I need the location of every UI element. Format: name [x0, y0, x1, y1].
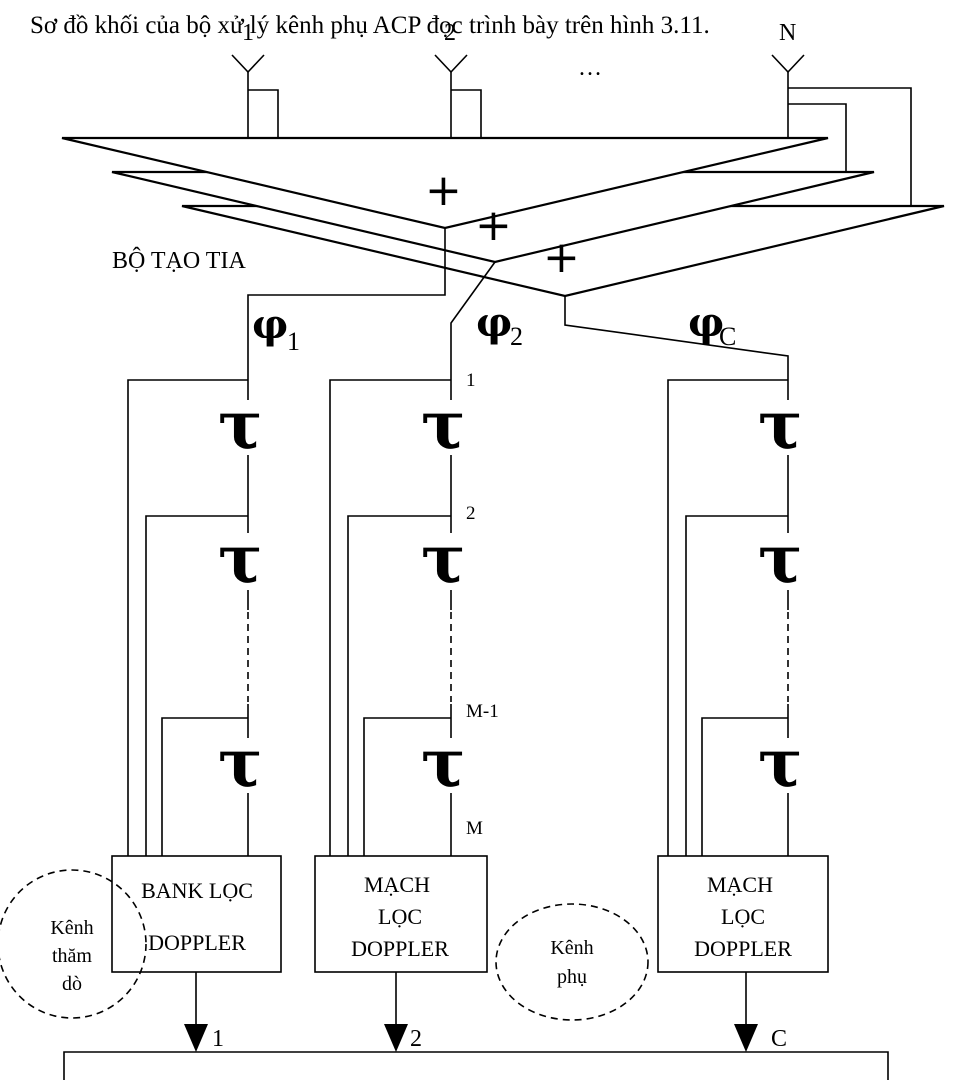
svg-text:φ: φ: [476, 299, 512, 346]
output-label-c: C: [771, 1026, 787, 1052]
delay-2-1: τ: [421, 386, 465, 464]
channel-probe-line-2: thăm: [52, 945, 92, 967]
antenna-label-2: 2: [444, 20, 456, 46]
filter-c-line-1: MẠCH: [707, 872, 773, 897]
beam-symbol-c: φ C: [688, 299, 736, 351]
channel-aux-circle: [495, 903, 649, 1021]
tap-label-1: 1: [466, 370, 476, 391]
filter-1-line-1: BANK LỌC: [141, 878, 253, 903]
bottom-block: [63, 1051, 889, 1080]
channel-probe-line-3: dò: [62, 973, 82, 995]
output-arrow-c: [734, 972, 758, 1052]
delay-c-1: τ: [758, 386, 802, 464]
antenna-1: [231, 54, 279, 138]
filter-2-line-2: LỌC: [378, 904, 422, 929]
delay-1-1: τ: [218, 386, 262, 464]
svg-text:1: 1: [287, 327, 300, 356]
tap-label-2: 2: [466, 503, 476, 524]
channel-aux-line-1: Kênh: [550, 937, 593, 959]
output-arrow-2: [384, 972, 408, 1052]
filter-c-line-3: DOPPLER: [694, 936, 792, 961]
output-label-1: 1: [212, 1026, 224, 1052]
antenna-ellipsis: …: [578, 55, 602, 81]
antenna-2: [434, 54, 482, 138]
antenna-n: [771, 54, 912, 206]
beam-symbol-1: φ 1: [252, 301, 300, 356]
adder-2: +: [475, 200, 512, 251]
antenna-label-1: 1: [242, 20, 254, 46]
beamformer-label: BỘ TẠO TIA: [112, 247, 246, 274]
output-arrow-1: [184, 972, 208, 1052]
filter-2-line-1: MẠCH: [364, 872, 430, 897]
beam-2-wire: [450, 261, 496, 380]
channel-probe-line-1: Kênh: [50, 917, 93, 939]
svg-text:φ: φ: [688, 299, 724, 346]
filter-box-c: [657, 855, 829, 973]
svg-text:φ: φ: [252, 301, 288, 348]
filter-c-line-2: LỌC: [721, 904, 765, 929]
delay-1-m: τ: [218, 724, 262, 802]
svg-text:2: 2: [510, 322, 523, 351]
channel-aux-line-2: phụ: [557, 966, 587, 988]
tap-label-m-1: M-1: [466, 701, 499, 722]
svg-text:C: C: [719, 322, 736, 351]
beam-1-wire: [247, 228, 446, 380]
delay-c-2: τ: [758, 520, 802, 598]
adder-3: +: [543, 232, 580, 283]
delay-column-1: [127, 379, 249, 856]
delay-column-2: [329, 379, 452, 856]
tap-label-m: M: [466, 818, 483, 839]
filter-2-line-3: DOPPLER: [351, 936, 449, 961]
filter-1-line-2: DOPPLER: [148, 930, 246, 955]
filter-box-2: [314, 855, 488, 973]
delay-2-m: τ: [421, 724, 465, 802]
beam-c-wire: [564, 296, 789, 380]
delay-2-2: τ: [421, 520, 465, 598]
delay-c-m: τ: [758, 724, 802, 802]
beamformer-triangle-1: [61, 136, 829, 230]
adder-1: +: [425, 165, 462, 216]
delay-1-2: τ: [218, 520, 262, 598]
caption: Sơ đồ khối của bộ xử lý kênh phụ ACP đọc…: [30, 12, 710, 39]
delay-column-c: [667, 379, 789, 856]
antenna-label-n: N: [779, 20, 796, 46]
output-label-2: 2: [410, 1026, 422, 1052]
beam-symbol-2: φ 2: [476, 299, 523, 351]
channel-probe-circle: [0, 869, 147, 1019]
